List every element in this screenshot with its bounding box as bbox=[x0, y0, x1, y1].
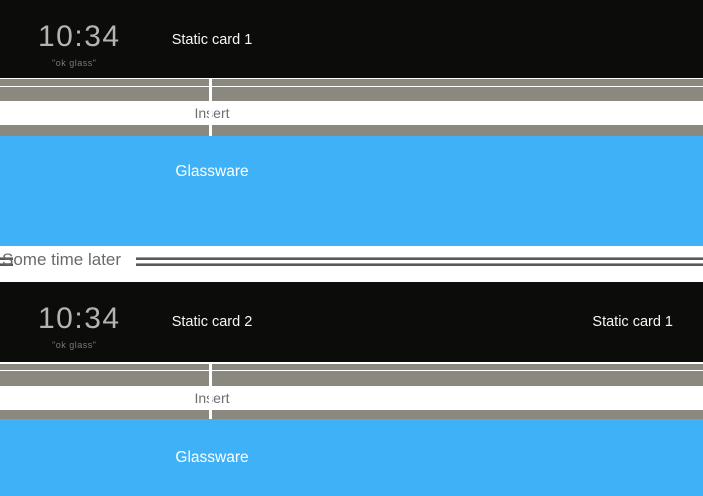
home-card-after: 10:34 "ok glass" Static card 2 Static ca… bbox=[0, 282, 703, 362]
some-time-later-label: Some time later bbox=[2, 250, 122, 269]
timeline-depth-bar bbox=[0, 409, 703, 419]
timeline-break-line bbox=[0, 256, 703, 260]
ok-glass-hint: "ok glass" bbox=[52, 58, 97, 68]
glassware-card-before: Glassware bbox=[0, 135, 703, 246]
timeline-depth-bar bbox=[0, 363, 703, 370]
insert-label: Insert bbox=[0, 101, 424, 125]
timeline-break-line bbox=[0, 263, 703, 266]
ok-glass-hint: "ok glass" bbox=[52, 340, 97, 350]
home-card-before: 10:34 "ok glass" Static card 1 bbox=[0, 0, 703, 78]
timeline-depth-bar bbox=[0, 124, 703, 136]
divider-text-mask bbox=[13, 251, 136, 271]
static-card-1-label-shifted: Static card 1 bbox=[592, 314, 673, 330]
card-boundary-notch bbox=[209, 79, 212, 136]
static-card-1-label: Static card 1 bbox=[171, 32, 253, 48]
timeline-depth-bar bbox=[0, 87, 703, 101]
glassware-label: Glassware bbox=[175, 162, 249, 180]
timeline-depth-bar bbox=[0, 79, 703, 86]
glassware-label: Glassware bbox=[175, 449, 249, 466]
insert-label: Insert bbox=[0, 386, 424, 410]
glassware-card-after: Glassware bbox=[0, 419, 703, 496]
insert-card-after: Insert bbox=[0, 385, 703, 410]
timeline-depth-bar bbox=[0, 371, 703, 386]
insert-card-before: Insert bbox=[0, 100, 703, 125]
static-card-2-label: Static card 2 bbox=[171, 314, 253, 330]
clock-time: 10:34 bbox=[38, 302, 121, 335]
clock-time: 10:34 bbox=[38, 20, 121, 53]
card-boundary-notch bbox=[209, 363, 212, 419]
